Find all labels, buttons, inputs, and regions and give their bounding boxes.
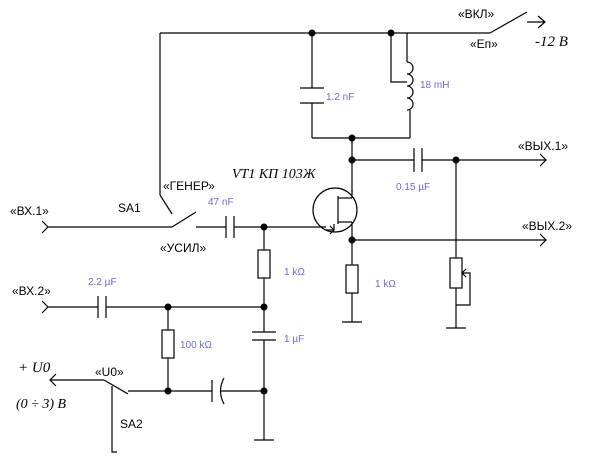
label-in1: «ВХ.1» bbox=[10, 204, 49, 218]
component-values: 1.2 nF 18 mH 0.15 µF 47 nF 1 kΩ 1 kΩ 2.2… bbox=[88, 80, 449, 351]
label-sa1: SA1 bbox=[118, 201, 141, 215]
gate-bias-wiring bbox=[252, 227, 276, 441]
value-c-gate: 47 nF bbox=[208, 197, 234, 208]
label-usil: «УСИЛ» bbox=[160, 241, 206, 255]
label-out1: «ВЫХ.1» bbox=[518, 139, 568, 153]
supply-wiring bbox=[159, 11, 546, 195]
output-2-wiring bbox=[342, 160, 547, 329]
label-supply: -12 В bbox=[535, 34, 568, 50]
value-r-bias: 100 kΩ bbox=[180, 340, 212, 351]
label-vkl: «ВКЛ» bbox=[458, 7, 495, 21]
value-r-source: 1 kΩ bbox=[375, 279, 396, 290]
value-c-bias: 1 µF bbox=[284, 334, 304, 345]
transistor-vt1 bbox=[312, 187, 358, 240]
labels: «ВКЛ» «Eп» -12 В «ГЕНЕР» «УСИЛ» VT1 КП 1… bbox=[10, 7, 572, 431]
label-in2: «ВХ.2» bbox=[12, 284, 51, 298]
tank-circuit bbox=[300, 29, 414, 192]
label-transistor: VT1 КП 103Ж bbox=[232, 167, 317, 182]
label-sa2: SA2 bbox=[120, 417, 143, 431]
label-u0: + U0 bbox=[18, 360, 51, 376]
label-u0-switch: «U0» bbox=[95, 365, 124, 379]
value-c-tank: 1.2 nF bbox=[326, 92, 354, 103]
value-l-tank: 18 mH bbox=[420, 80, 449, 91]
u0-wiring bbox=[49, 373, 264, 453]
label-out2: «ВЫХ.2» bbox=[522, 219, 572, 233]
output-1-wiring bbox=[348, 148, 547, 172]
value-r-gate: 1 kΩ bbox=[284, 267, 305, 278]
input-1-wiring bbox=[41, 194, 326, 238]
label-en: «Eп» bbox=[470, 37, 498, 51]
label-gener: «ГЕНЕР» bbox=[163, 179, 215, 193]
value-c-in2: 2.2 µF bbox=[88, 277, 117, 288]
input-2-wiring bbox=[41, 296, 264, 395]
label-u0-range: (0 ÷ 3) В bbox=[16, 397, 67, 412]
value-c-out: 0.15 µF bbox=[396, 182, 430, 193]
